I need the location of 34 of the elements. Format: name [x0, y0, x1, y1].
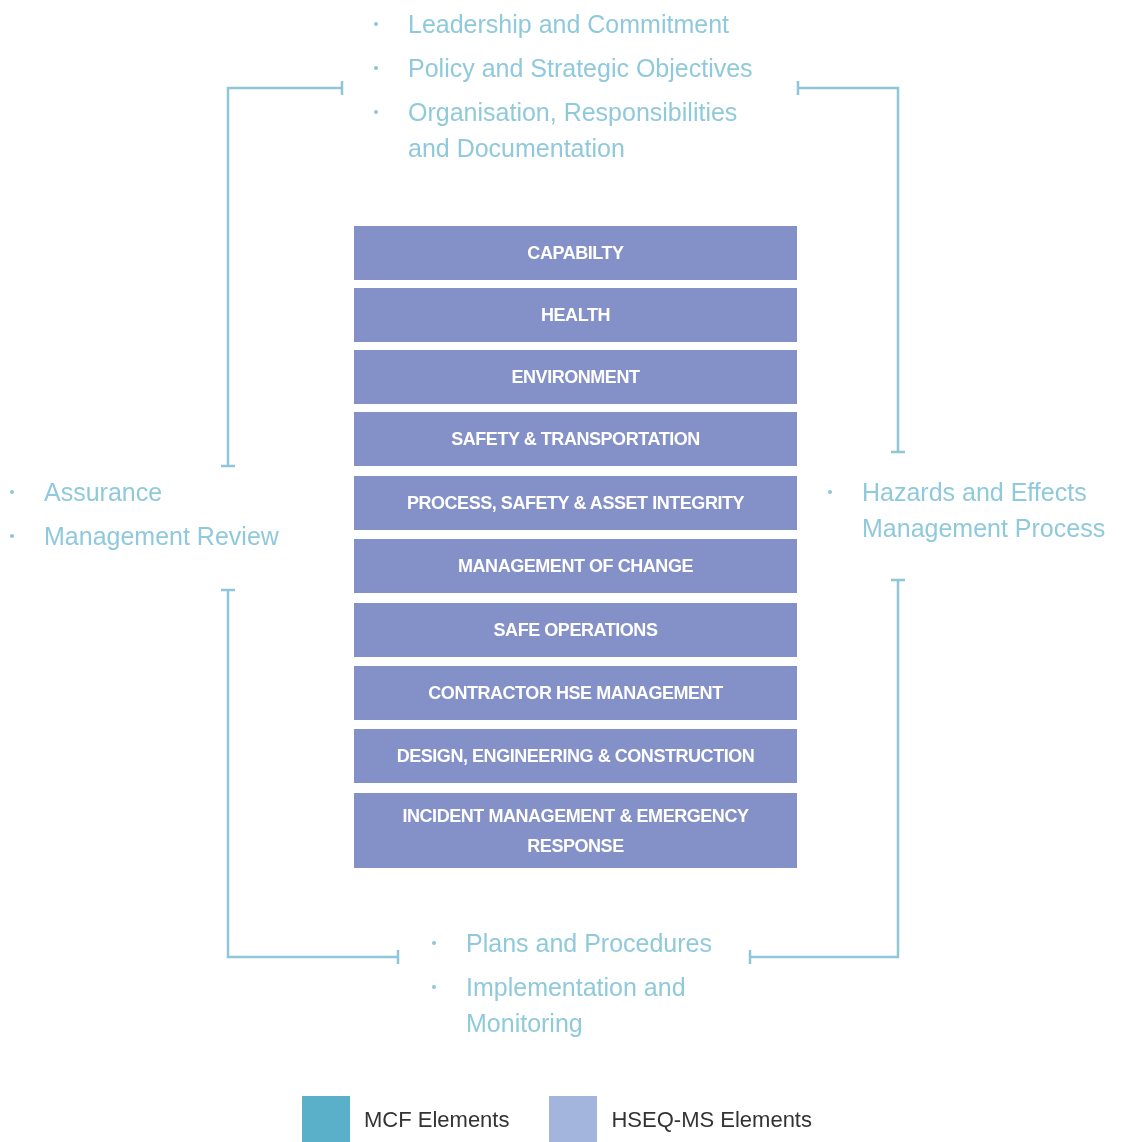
bracket-connector [219, 79, 344, 468]
element-bar [354, 793, 797, 868]
bullet-text: Plans and Procedures [466, 928, 712, 959]
element-label: CAPABILTY [526, 242, 625, 265]
legend-label: MCF Elements [364, 1105, 510, 1134]
element-label: DESIGN, ENGINEERING & CONSTRUCTION [395, 745, 756, 768]
element-label: HEALTH [540, 304, 611, 327]
bullet-text: Hazards and Effects Management Process [862, 477, 1107, 544]
bullet-text: Leadership and Commitment [408, 9, 729, 40]
element-label: MANAGEMENT OF CHANGE [457, 555, 694, 578]
bullet-text: Management Review [44, 521, 279, 552]
element-label: PROCESS, SAFETY & ASSET INTEGRITY [405, 492, 746, 515]
legend-label: HSEQ-MS Elements [611, 1105, 812, 1134]
element-bar [354, 288, 797, 342]
element-bar [354, 729, 797, 783]
element-bar [354, 603, 797, 657]
bracket-connector [748, 578, 907, 966]
element-label: SAFETY & TRANSPORTATION [450, 428, 701, 451]
element-bar [354, 226, 797, 280]
element-label: CONTRACTOR HSE MANAGEMENT [427, 682, 724, 705]
element-bar [354, 666, 797, 720]
element-label: SAFE OPERATIONS [492, 619, 659, 642]
bracket-connector [796, 79, 907, 454]
bullet-text: Policy and Strategic Objectives [408, 53, 753, 84]
element-bar [354, 476, 797, 530]
element-bar [354, 412, 797, 466]
element-label: ENVIRONMENT [510, 366, 641, 389]
element-bar [354, 539, 797, 593]
element-bar [354, 350, 797, 404]
bracket-connector [219, 588, 400, 966]
bullet-text: Implementation and Monitoring [466, 972, 687, 1039]
element-label: INCIDENT MANAGEMENT & EMERGENCY RESPONSE [401, 804, 750, 858]
bullet-text: Organisation, Responsibilities and Documentation [408, 97, 739, 164]
bullet-text: Assurance [44, 477, 163, 508]
